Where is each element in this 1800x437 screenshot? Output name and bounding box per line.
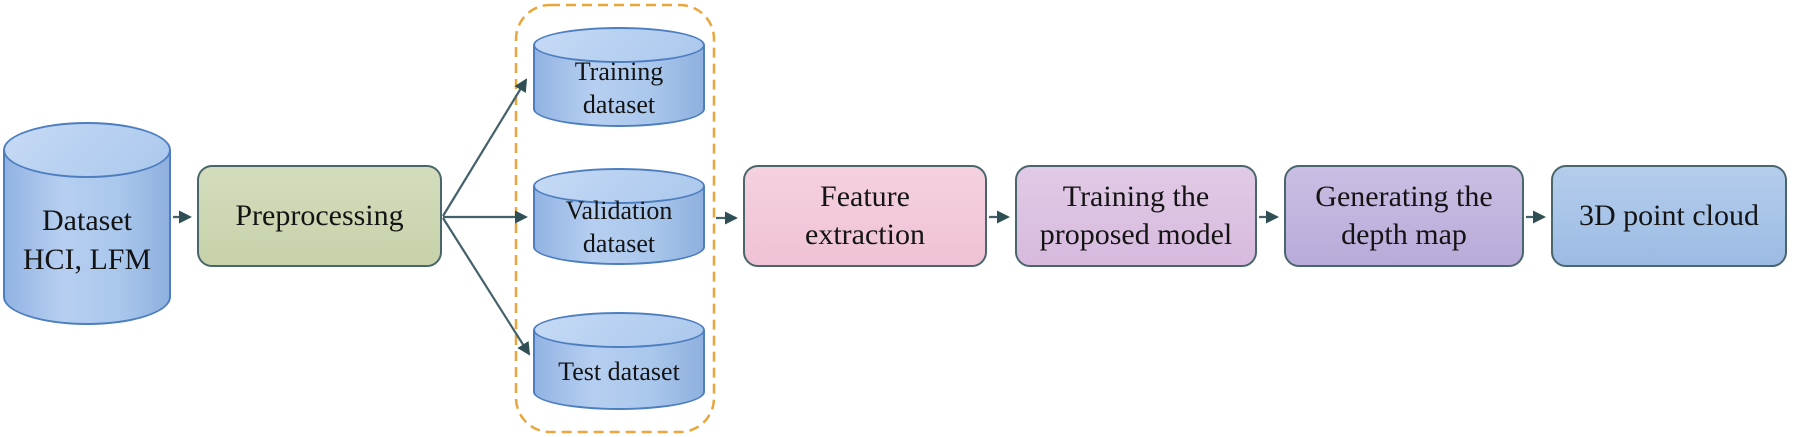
feature-extraction-label-line2: extraction xyxy=(805,218,925,251)
preprocessing-node: Preprocessing xyxy=(197,165,442,267)
training-dataset-label: Training dataset xyxy=(533,49,705,127)
cylinder-body xyxy=(3,150,171,325)
dataset-label: Dataset HCI, LFM xyxy=(3,156,171,325)
validation-dataset-cylinder-node: Validation dataset xyxy=(533,168,705,265)
training-model-node: Training the proposed model xyxy=(1015,165,1257,267)
point-cloud-node: 3D point cloud xyxy=(1551,165,1787,267)
training-dataset-cylinder-node: Training dataset xyxy=(533,27,705,127)
test-dataset-label: Test dataset xyxy=(533,334,705,410)
test-dataset-label-line1: Test dataset xyxy=(558,357,680,387)
validation-dataset-label-line1: Validation xyxy=(565,196,673,226)
arrow-preprocessing-to-training-dataset xyxy=(442,78,528,217)
feature-extraction-label-line1: Feature xyxy=(820,180,910,213)
cylinder-top-ellipse xyxy=(3,122,171,178)
validation-dataset-label-line2: dataset xyxy=(582,229,656,259)
dataset-label-line1: Dataset xyxy=(42,204,132,238)
dataset-cylinder-node: Dataset HCI, LFM xyxy=(3,122,171,325)
training-model-label-line1: Training the xyxy=(1062,180,1210,213)
preprocessing-label: Preprocessing xyxy=(235,199,404,232)
training-dataset-label-line1: Training xyxy=(574,56,664,86)
arrow-preprocessing-to-test-dataset xyxy=(442,217,531,356)
training-dataset-label-line2: dataset xyxy=(582,89,656,119)
validation-dataset-label: Validation dataset xyxy=(533,190,705,265)
depth-map-label-line1: Generating the xyxy=(1315,180,1493,213)
feature-extraction-node: Feature extraction xyxy=(743,165,987,267)
dataset-label-line2: HCI, LFM xyxy=(22,243,152,277)
depth-map-node: Generating the depth map xyxy=(1284,165,1524,267)
depth-map-label-line2: depth map xyxy=(1341,218,1467,251)
point-cloud-label: 3D point cloud xyxy=(1579,199,1759,232)
test-dataset-cylinder-node: Test dataset xyxy=(533,312,705,410)
training-model-label-line2: proposed model xyxy=(1039,218,1233,251)
